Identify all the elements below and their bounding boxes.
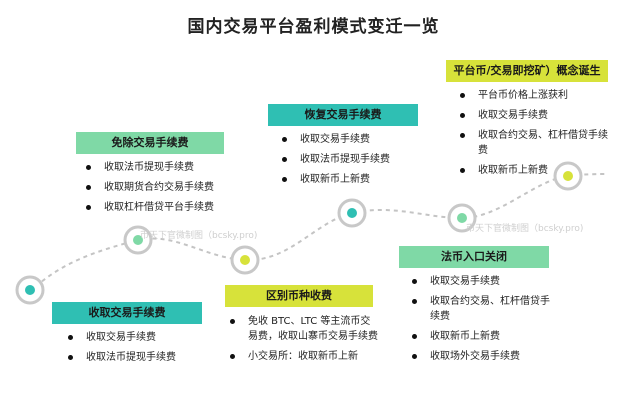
list-item: 收取法币提现手续费 (64, 350, 176, 365)
stage-4-list: 收取交易手续费 收取法币提现手续费 收取新币上新费 (278, 132, 390, 192)
stage-6-header: 平台币/交易即挖矿）概念诞生 (446, 60, 608, 82)
list-item: 收取交易手续费 (64, 330, 176, 345)
stage-6-list: 平台币价格上涨获利 收取交易手续费 收取合约交易、杠杆借贷手续费 收取新币上新费 (456, 88, 608, 183)
list-item: 收取期货合约交易手续费 (82, 180, 214, 195)
stage-4-header: 恢复交易手续费 (268, 104, 418, 126)
stage-5-header: 法币入口关闭 (399, 246, 549, 268)
page-title: 国内交易平台盈利模式变迁一览 (187, 17, 440, 37)
list-item: 收取法币提现手续费 (82, 160, 214, 175)
list-item: 收取新币上新费 (408, 329, 552, 344)
timeline-node-4 (337, 198, 367, 228)
list-item: 免收 BTC、LTC 等主流币交易费，收取山寨币交易手续费 (226, 314, 380, 344)
timeline-node-2 (123, 225, 153, 255)
timeline-node-6 (553, 161, 583, 191)
stage-1-header: 收取交易手续费 (52, 302, 202, 324)
stage-2-header: 免除交易手续费 (76, 132, 224, 154)
list-item: 小交易所：收取新币上新 (226, 349, 380, 364)
list-item: 收取交易手续费 (456, 108, 608, 123)
list-item: 收取场外交易手续费 (408, 349, 552, 364)
timeline-node-1 (15, 275, 45, 305)
stage-3-list: 免收 BTC、LTC 等主流币交易费，收取山寨币交易手续费 小交易所：收取新币上… (226, 314, 380, 369)
list-item: 收取合约交易、杠杆借贷手续费 (408, 294, 552, 324)
list-item: 收取新币上新费 (278, 172, 390, 187)
list-item: 收取交易手续费 (278, 132, 390, 147)
list-item: 收取法币提现手续费 (278, 152, 390, 167)
list-item: 收取杠杆借贷平台手续费 (82, 200, 214, 215)
list-item: 平台币价格上涨获利 (456, 88, 608, 103)
stage-3-header: 区别币种收费 (225, 285, 373, 307)
watermark-2: 币天下官微制图（bcsky.pro) (466, 224, 584, 234)
list-item: 收取交易手续费 (408, 274, 552, 289)
list-item: 收取合约交易、杠杆借贷手续费 (456, 128, 608, 158)
list-item: 收取新币上新费 (456, 163, 608, 178)
timeline-node-3 (230, 245, 260, 275)
stage-1-list: 收取交易手续费 收取法币提现手续费 (64, 330, 176, 370)
stage-2-list: 收取法币提现手续费 收取期货合约交易手续费 收取杠杆借贷平台手续费 (82, 160, 214, 220)
watermark-1: 币天下官微制图（bcsky.pro) (140, 231, 258, 241)
stage-5-list: 收取交易手续费 收取合约交易、杠杆借贷手续费 收取新币上新费 收取场外交易手续费 (408, 274, 552, 369)
timeline-node-5 (447, 203, 477, 233)
